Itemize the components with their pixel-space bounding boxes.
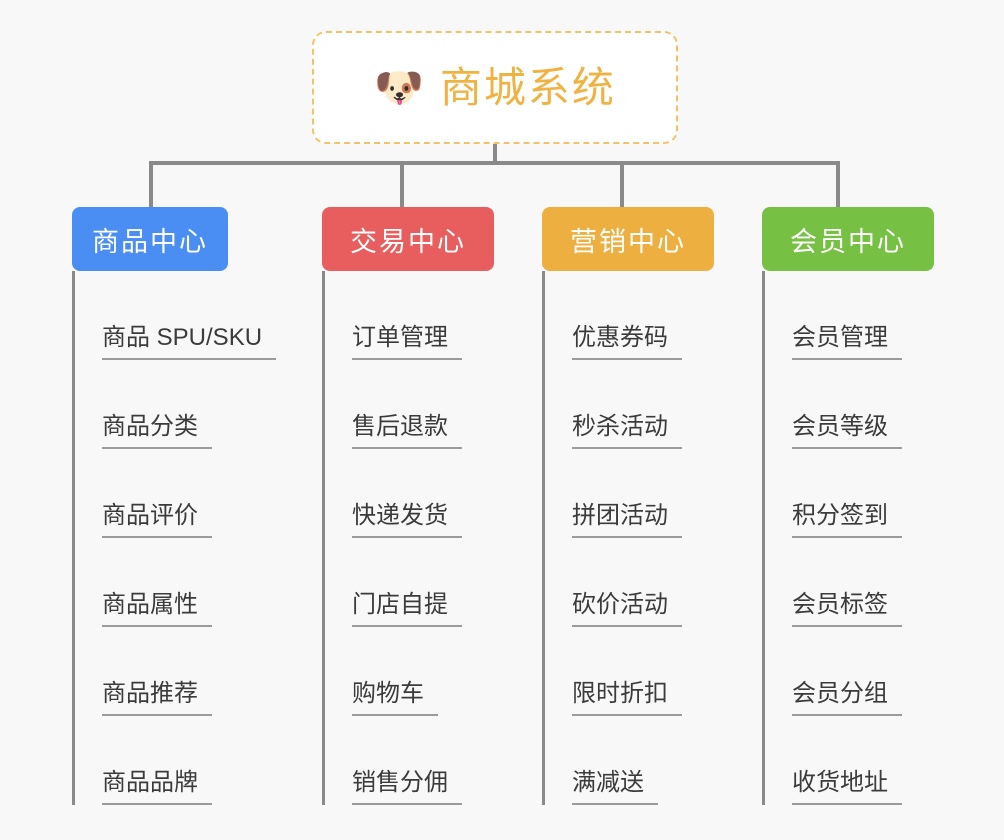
- category-label: 商品中心: [92, 226, 208, 257]
- leaf-label: 秒杀活动: [572, 415, 682, 449]
- leaf-label: 会员等级: [792, 415, 902, 449]
- leaf-item[interactable]: 购物车: [322, 627, 462, 716]
- leaf-item[interactable]: 积分签到: [762, 449, 902, 538]
- category-spine: [322, 271, 325, 805]
- leaf-item[interactable]: 订单管理: [322, 271, 462, 360]
- leaf-item[interactable]: 会员等级: [762, 360, 902, 449]
- leaf-label: 会员管理: [792, 326, 902, 360]
- leaf-label: 售后退款: [352, 415, 462, 449]
- category-spine: [762, 271, 765, 805]
- category-spine: [72, 271, 75, 805]
- connector-drop-marketing-center: [620, 161, 624, 207]
- connector-root-stem: [493, 144, 497, 164]
- leaf-item[interactable]: 商品品牌: [72, 716, 276, 805]
- leaf-label: 会员标签: [792, 593, 902, 627]
- leaf-item[interactable]: 秒杀活动: [542, 360, 682, 449]
- leaf-label: 订单管理: [352, 326, 462, 360]
- leaf-label: 商品推荐: [102, 682, 212, 716]
- connector-drop-trade-center: [400, 161, 404, 207]
- leaf-item[interactable]: 拼团活动: [542, 449, 682, 538]
- leaf-item[interactable]: 商品分类: [72, 360, 276, 449]
- leaf-item[interactable]: 限时折扣: [542, 627, 682, 716]
- leaf-label: 购物车: [352, 682, 438, 716]
- leaf-label: 商品分类: [102, 415, 212, 449]
- leaf-label: 商品属性: [102, 593, 212, 627]
- category-label: 会员中心: [790, 226, 906, 257]
- leaf-item[interactable]: 售后退款: [322, 360, 462, 449]
- leaf-item[interactable]: 商品 SPU/SKU: [72, 271, 277, 360]
- leaf-item[interactable]: 快递发货: [322, 449, 462, 538]
- leaf-item[interactable]: 优惠券码: [542, 271, 682, 360]
- leaf-label: 砍价活动: [572, 593, 682, 627]
- leaf-label: 商品品牌: [102, 771, 212, 805]
- leaf-item[interactable]: 商品推荐: [72, 627, 276, 716]
- category-column-product-center: 商品中心 商品 SPU/SKU 商品分类 商品评价 商品属性 商品推荐 商品品牌: [72, 207, 277, 805]
- leaf-item[interactable]: 满减送: [542, 716, 682, 805]
- leaf-item[interactable]: 砍价活动: [542, 538, 682, 627]
- leaf-item[interactable]: 会员分组: [762, 627, 902, 716]
- connector-horizontal-bus: [149, 161, 839, 165]
- leaf-label: 拼团活动: [572, 504, 682, 538]
- connector-drop-product-center: [149, 161, 153, 207]
- category-column-trade-center: 交易中心 订单管理 售后退款 快递发货 门店自提 购物车 销售分佣: [322, 207, 494, 805]
- connector-drop-member-center: [836, 161, 840, 207]
- leaf-label: 销售分佣: [352, 771, 462, 805]
- leaf-item[interactable]: 门店自提: [322, 538, 462, 627]
- root-node[interactable]: 🐶 商城系统: [312, 31, 678, 144]
- leaf-item[interactable]: 会员标签: [762, 538, 902, 627]
- category-column-member-center: 会员中心 会员管理 会员等级 积分签到 会员标签 会员分组 收货地址: [762, 207, 934, 805]
- leaf-item[interactable]: 收货地址: [762, 716, 902, 805]
- category-label: 交易中心: [350, 226, 466, 257]
- leaf-item[interactable]: 会员管理: [762, 271, 902, 360]
- leaf-item[interactable]: 商品属性: [72, 538, 276, 627]
- leaf-label: 商品评价: [102, 504, 212, 538]
- leaf-label: 积分签到: [792, 504, 902, 538]
- leaf-item[interactable]: 商品评价: [72, 449, 276, 538]
- leaf-label: 收货地址: [792, 771, 902, 805]
- category-spine: [542, 271, 545, 805]
- category-header-trade-center[interactable]: 交易中心: [322, 207, 494, 271]
- leaf-label: 门店自提: [352, 593, 462, 627]
- leaf-list-member-center: 会员管理 会员等级 积分签到 会员标签 会员分组 收货地址: [762, 271, 902, 805]
- leaf-label: 快递发货: [352, 504, 462, 538]
- category-header-marketing-center[interactable]: 营销中心: [542, 207, 714, 271]
- leaf-item[interactable]: 销售分佣: [322, 716, 462, 805]
- leaf-label: 会员分组: [792, 682, 902, 716]
- leaf-label: 优惠券码: [572, 326, 682, 360]
- dog-face-icon: 🐶: [374, 65, 424, 110]
- leaf-label: 满减送: [572, 771, 658, 805]
- category-label: 营销中心: [570, 226, 686, 257]
- leaf-label: 限时折扣: [572, 682, 682, 716]
- leaf-list-trade-center: 订单管理 售后退款 快递发货 门店自提 购物车 销售分佣: [322, 271, 462, 805]
- category-header-member-center[interactable]: 会员中心: [762, 207, 934, 271]
- leaf-label: 商品 SPU/SKU: [102, 326, 277, 360]
- root-title: 商城系统: [439, 63, 616, 111]
- category-header-product-center[interactable]: 商品中心: [72, 207, 228, 271]
- category-column-marketing-center: 营销中心 优惠券码 秒杀活动 拼团活动 砍价活动 限时折扣 满减送: [542, 207, 714, 805]
- leaf-list-product-center: 商品 SPU/SKU 商品分类 商品评价 商品属性 商品推荐 商品品牌: [72, 271, 277, 805]
- leaf-list-marketing-center: 优惠券码 秒杀活动 拼团活动 砍价活动 限时折扣 满减送: [542, 271, 682, 805]
